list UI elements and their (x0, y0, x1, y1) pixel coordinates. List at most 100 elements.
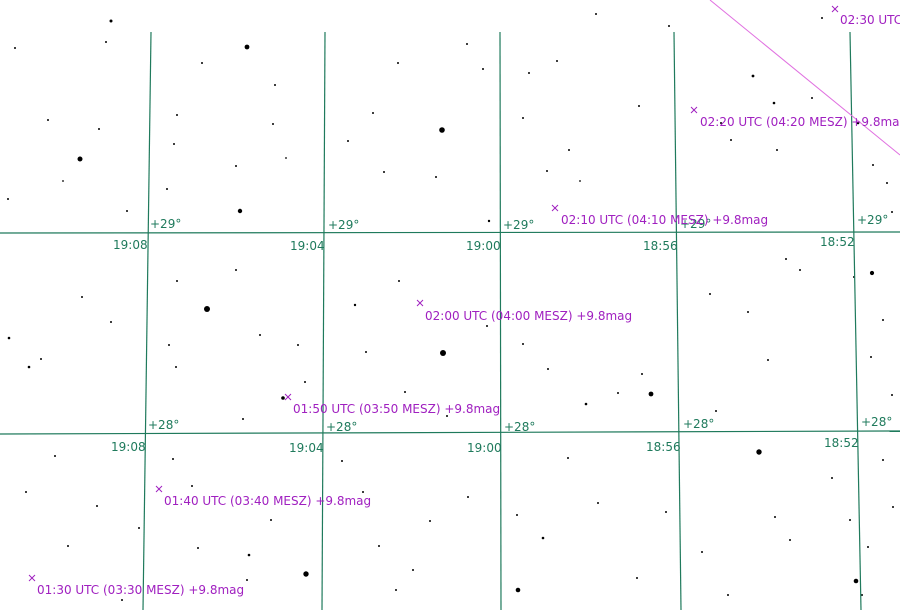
star-60 (891, 211, 893, 213)
star-57 (872, 164, 874, 166)
star-41 (556, 60, 558, 62)
track-cross-0210-b (551, 204, 559, 212)
star-112 (636, 577, 638, 579)
star-90 (767, 359, 769, 361)
track-cross-0230-b (831, 5, 839, 13)
star-10 (303, 571, 309, 577)
star-18 (14, 47, 16, 49)
star-94 (96, 505, 98, 507)
star-117 (789, 539, 791, 541)
star-19 (105, 41, 107, 43)
ra-label-19-00-bottom: 19:00 (467, 441, 502, 455)
star-85 (799, 269, 801, 271)
dec-label-28-b: +28° (326, 420, 357, 434)
ra-label-18-56-top: 18:56 (643, 239, 678, 253)
star-105 (412, 569, 414, 571)
star-116 (774, 516, 776, 518)
star-124 (121, 599, 123, 601)
star-51 (751, 74, 755, 78)
star-121 (861, 594, 863, 596)
declination-line-28 (0, 430, 900, 435)
star-16 (27, 365, 31, 369)
star-37 (347, 140, 349, 142)
star-79 (584, 402, 588, 406)
star-20 (47, 119, 49, 121)
star-58 (886, 182, 888, 184)
star-84 (785, 258, 787, 260)
ra-line-19-08 (142, 31, 152, 610)
star-30 (272, 123, 274, 125)
ra-label-18-52-bottom: 18:52 (824, 436, 859, 450)
track-label-0210: 02:10 UTC (04:10 MESZ) +9.8mag (561, 213, 768, 227)
ra-label-19-08-top: 19:08 (113, 238, 148, 252)
star-82 (709, 293, 711, 295)
star-26 (173, 143, 175, 145)
star-17 (40, 358, 42, 360)
star-101 (341, 460, 343, 462)
star-75 (446, 415, 448, 417)
star-88 (870, 356, 872, 358)
star-15 (7, 336, 11, 340)
ra-label-19-04-bottom: 19:04 (289, 441, 324, 455)
ra-label-19-04-top: 19:04 (290, 239, 325, 253)
coordinate-grid (0, 31, 900, 610)
star-65 (110, 321, 112, 323)
track-point-0130: 01:30 UTC (03:30 MESZ) +9.8mag (28, 574, 244, 597)
star-5 (237, 208, 243, 214)
dec-label-29-b: +29° (328, 218, 359, 232)
star-68 (297, 344, 299, 346)
star-39 (482, 68, 484, 70)
star-126 (138, 527, 140, 529)
star-33 (383, 171, 385, 173)
track-label-0140: 01:40 UTC (03:40 MESZ) +9.8mag (164, 494, 371, 508)
star-72 (304, 381, 306, 383)
star-6 (204, 306, 210, 312)
track-cross-0200-b (416, 299, 424, 307)
star-78 (547, 368, 549, 370)
track-label-0130: 01:30 UTC (03:30 MESZ) +9.8mag (37, 583, 244, 597)
star-31 (285, 157, 287, 159)
star-106 (429, 520, 431, 522)
ra-label-18-52-top: 18:52 (820, 235, 855, 249)
star-62 (176, 280, 178, 282)
star-76 (486, 325, 488, 327)
star-92 (54, 455, 56, 457)
star-104 (395, 589, 397, 591)
star-96 (191, 485, 193, 487)
track-label-0230: 02:30 UTC (840, 13, 900, 27)
star-55 (811, 97, 813, 99)
star-8 (648, 391, 654, 397)
star-71 (365, 351, 367, 353)
track-cross-0220-b (690, 106, 698, 114)
star-23 (7, 198, 9, 200)
ra-label-19-08-bottom: 19:08 (111, 440, 146, 454)
star-4 (77, 156, 83, 162)
star-97 (197, 547, 199, 549)
star-34 (397, 62, 399, 64)
star-52 (772, 101, 776, 105)
star-1 (109, 19, 113, 23)
star-108 (516, 514, 518, 516)
ra-line-19-04 (321, 31, 326, 610)
star-28 (201, 62, 203, 64)
star-44 (579, 180, 581, 182)
star-100 (270, 519, 272, 521)
star-95 (172, 458, 174, 460)
star-12 (853, 578, 859, 584)
star-107 (467, 496, 469, 498)
grid-labels: +29° +29° +29° +29° +29° +28° +28° +28° … (111, 213, 892, 455)
dec-label-28-d: +28° (683, 417, 714, 431)
ra-label-19-00-top: 19:00 (466, 239, 501, 253)
track-point-0220: 02:20 UTC (04:20 MESZ) +9.8mag (690, 106, 900, 129)
star-11 (515, 587, 521, 593)
star-46 (522, 117, 524, 119)
declination-line-29 (0, 231, 900, 234)
star-77 (522, 343, 524, 345)
star-120 (867, 546, 869, 548)
track-label-0220: 02:20 UTC (04:20 MESZ) +9.8mag (700, 115, 900, 129)
star-98 (247, 553, 251, 557)
star-63 (168, 344, 170, 346)
star-56 (856, 121, 860, 125)
track-point-0140: 01:40 UTC (03:40 MESZ) +9.8mag (155, 485, 371, 508)
